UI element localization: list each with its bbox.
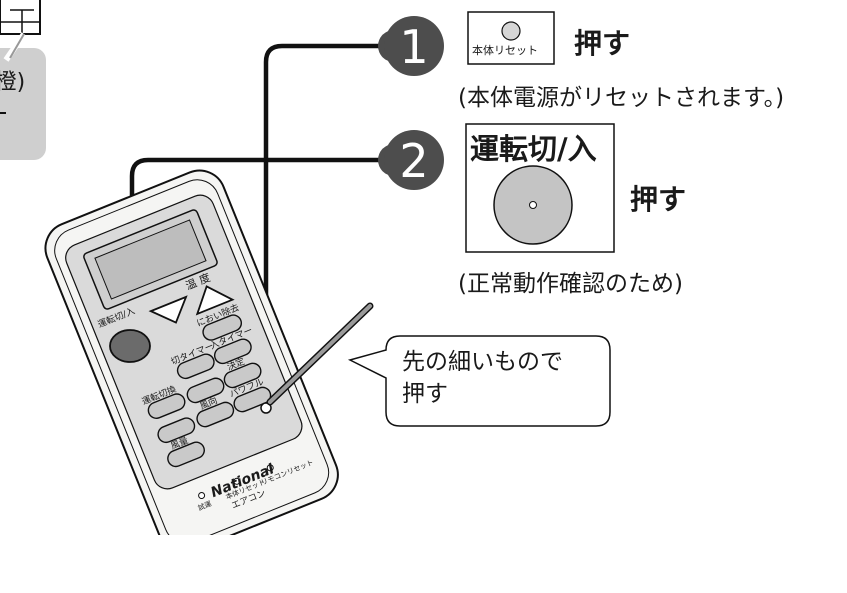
- diagram-canvas: 1 2: [0, 0, 615, 535]
- remote-powerful-label: パワフル: [228, 377, 266, 401]
- indoor-unit-sketch: [0, 0, 41, 62]
- callout-text: 先の細いもので 押す: [402, 349, 563, 407]
- left-gray-panel: [0, 48, 46, 160]
- remote-mode-label: 運転切換: [140, 384, 178, 408]
- step2-note: (正常動作確認のため): [458, 271, 683, 297]
- temp-up-button: [195, 285, 235, 316]
- leader-line-step1: [263, 43, 400, 408]
- power-button-label: 運転切/入: [470, 132, 597, 166]
- step2-number: 2: [399, 134, 428, 188]
- remote-wind-dir-label: 風向: [198, 396, 220, 413]
- power-button-dot: [529, 201, 537, 209]
- remote-test-label: 試運: [196, 499, 213, 513]
- reset-button-label: 本体リセット: [472, 44, 538, 57]
- remote-power-label: 運転切/入: [96, 306, 137, 331]
- remote-control: [44, 169, 339, 535]
- step2-action: 押す: [630, 183, 687, 216]
- left-panel-label: (橙): [0, 70, 26, 95]
- step1-action: 押す: [574, 27, 631, 60]
- step2-badge: [378, 130, 444, 190]
- step1-number: 1: [399, 20, 428, 74]
- leader-line-step2: [129, 157, 400, 338]
- remote-odor-label: におい除去: [195, 303, 241, 330]
- callout-bubble: [347, 335, 611, 427]
- left-panel-tick: [0, 112, 6, 114]
- remote-wind-vol-label: 風量: [169, 435, 190, 452]
- remote-power-button: [109, 329, 151, 363]
- temp-down-button: [148, 295, 188, 324]
- remote-set-label: 決定: [226, 357, 247, 374]
- step1-badge: [378, 16, 444, 76]
- remote-on-timer-label: 入タイマー: [208, 325, 255, 352]
- reset-button-icon: [501, 21, 521, 41]
- step1-note: (本体電源がリセットされます。): [458, 85, 785, 111]
- remote-temp-label: 温 度: [183, 270, 213, 293]
- remote-reset-hole: [260, 402, 272, 414]
